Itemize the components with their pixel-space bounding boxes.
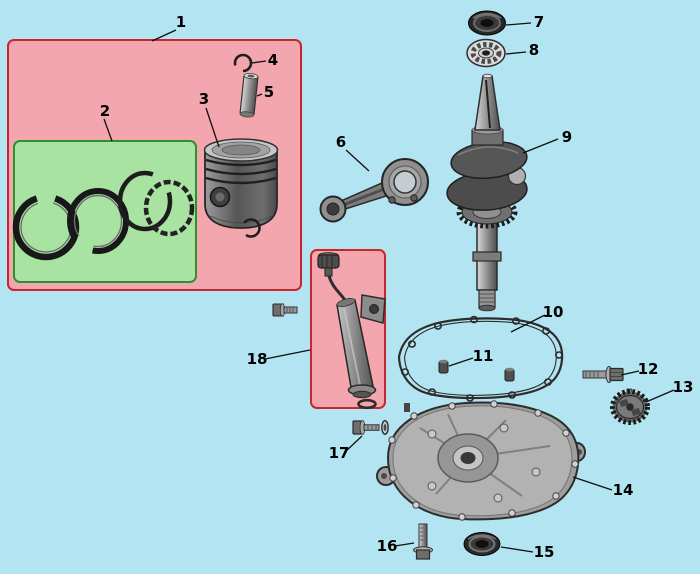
oil-fill-screw: [272, 303, 298, 317]
upper-oil-seal: [468, 10, 506, 36]
ring-set-highlight-box-2: [13, 140, 197, 283]
leader-line: [448, 357, 474, 367]
callout-5[interactable]: 5: [264, 83, 274, 101]
leader-line: [103, 118, 113, 142]
leader-line: [264, 349, 311, 360]
callout-15[interactable]: 15: [534, 543, 555, 561]
callout-17[interactable]: 17: [329, 444, 350, 462]
callout-7[interactable]: 7: [534, 13, 544, 31]
cover-stud: [404, 403, 410, 412]
piston-ring-set: [12, 170, 195, 261]
leader-line: [151, 29, 177, 42]
piston-clip-lower: [241, 218, 261, 238]
oil-fill-tube-gasket: [357, 398, 377, 410]
leader-line: [522, 138, 559, 154]
leader-line: [505, 22, 532, 26]
leader-line: [256, 93, 263, 97]
leader-line: [394, 542, 415, 547]
leader-line: [345, 149, 370, 172]
leader-line: [251, 60, 267, 64]
leader-lines: [103, 22, 675, 553]
callout-8[interactable]: 8: [529, 41, 539, 59]
leader-line: [572, 476, 613, 491]
bolt-17: [352, 420, 389, 436]
bolt-16: [413, 523, 433, 560]
governor-gear: [610, 388, 650, 425]
ball-bearing: [466, 38, 506, 68]
lower-oil-seal: [463, 532, 501, 556]
callout-11[interactable]: 11: [473, 347, 494, 365]
leader-line: [500, 546, 534, 553]
callout-12[interactable]: 12: [638, 360, 659, 378]
leader-line: [344, 435, 363, 453]
dowel-pins: [438, 359, 515, 382]
connecting-rod: [319, 158, 429, 223]
callout-1[interactable]: 1: [176, 13, 186, 31]
crankcase-cover: [376, 400, 586, 521]
callout-14[interactable]: 14: [613, 481, 634, 499]
callout-2[interactable]: 2: [100, 102, 110, 120]
callout-9[interactable]: 9: [562, 128, 572, 146]
leader-line: [645, 389, 675, 403]
piston: [203, 138, 279, 238]
cover-bolt-holes: [388, 400, 579, 521]
bolt-12: [582, 366, 624, 383]
callout-13[interactable]: 13: [673, 378, 694, 396]
piston-pin: [239, 73, 259, 118]
leader-line: [510, 314, 546, 333]
leader-line: [505, 51, 527, 55]
callout-10[interactable]: 10: [543, 303, 564, 321]
callout-labels: 1 2 3 4 5 6 7 8 9 10 11 12 13 14 15 16 1…: [100, 13, 694, 561]
leader-line: [620, 370, 640, 376]
oil-fill-tube: [317, 252, 386, 410]
leader-line: [205, 107, 220, 148]
callout-18[interactable]: 18: [247, 350, 268, 368]
crankcase-gasket: [397, 315, 564, 402]
crankshaft: [446, 73, 528, 312]
callout-16[interactable]: 16: [377, 537, 398, 555]
piston-pin-retaining-ring: [233, 53, 253, 73]
callout-6[interactable]: 6: [336, 133, 346, 151]
callout-4[interactable]: 4: [268, 51, 278, 69]
cover-inner-bosses: [427, 423, 541, 503]
callout-3[interactable]: 3: [199, 90, 209, 108]
